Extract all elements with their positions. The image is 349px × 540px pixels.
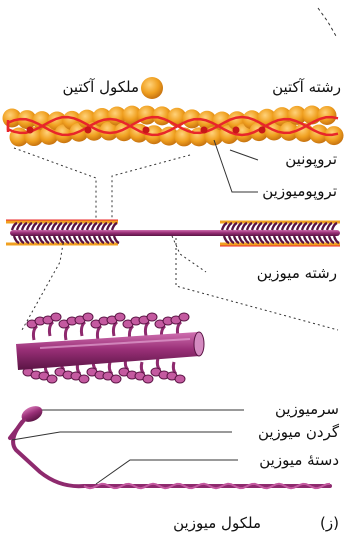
actin-filament: [3, 106, 344, 147]
top-corner-dashes: [318, 8, 336, 36]
zoom-line-left: [14, 148, 96, 224]
enlarged-head-lobe: [115, 313, 125, 321]
label-troponin: تروپونین: [285, 150, 337, 168]
myosin-tail-leader: [96, 460, 238, 484]
enlarged-head-lobe: [179, 313, 189, 321]
enlarged-head-lobe: [143, 375, 153, 383]
label-myosin-neck: گردن میوزین: [258, 423, 339, 441]
zoom-line-right: [112, 155, 190, 224]
label-actin-filament: رشته آکتین: [272, 78, 341, 96]
myosin-head-small: [334, 236, 339, 243]
myosin-neck-leader: [12, 432, 232, 440]
myosin-head-small: [114, 236, 119, 243]
troponin-dot: [27, 127, 34, 134]
myosin-head-small: [332, 223, 337, 230]
enlarged-thick-filament: [16, 313, 204, 383]
troponin-dot: [85, 127, 92, 134]
enlarged-head-lobe: [111, 375, 121, 383]
myosin-filament-leader: [172, 236, 206, 272]
label-actin-molecule: ملکول آکتین: [63, 78, 139, 96]
thick-thin-filament-assembly: [6, 220, 340, 246]
label-myosin-molecule: ملکول میوزین: [173, 514, 261, 532]
troponin-dot: [259, 127, 266, 134]
enlarged-head-lobe: [147, 313, 157, 321]
troponin-dot: [201, 127, 208, 134]
actin-bead: [318, 106, 337, 125]
enlarged-head-lobe: [83, 313, 93, 321]
enlarged-head-lobe: [47, 375, 57, 383]
label-tropomyosin: تروپومیوزین: [262, 182, 337, 200]
panel-letter: (ز): [320, 514, 339, 532]
rod-end-cap: [194, 332, 204, 356]
label-myosin-head: سرمیوزین: [275, 400, 339, 418]
enlarged-head-lobe: [51, 313, 61, 321]
tropomyosin-leader-line: [214, 140, 258, 192]
enlarged-head-lobe: [79, 375, 89, 383]
myosin-head-small: [112, 223, 117, 230]
actin-molecule-icon: [141, 77, 163, 99]
troponin-dot: [233, 127, 240, 134]
troponin-dot: [143, 127, 150, 134]
zoom-line-thick-right: [176, 238, 338, 330]
enlarged-head-lobe: [175, 375, 185, 383]
thick-filament-rod: [10, 230, 340, 236]
label-myosin-filament: رشته میوزین: [257, 264, 337, 282]
label-myosin-tail: دستهٔ میوزین: [259, 451, 339, 469]
troponin-leader-line: [230, 150, 258, 160]
